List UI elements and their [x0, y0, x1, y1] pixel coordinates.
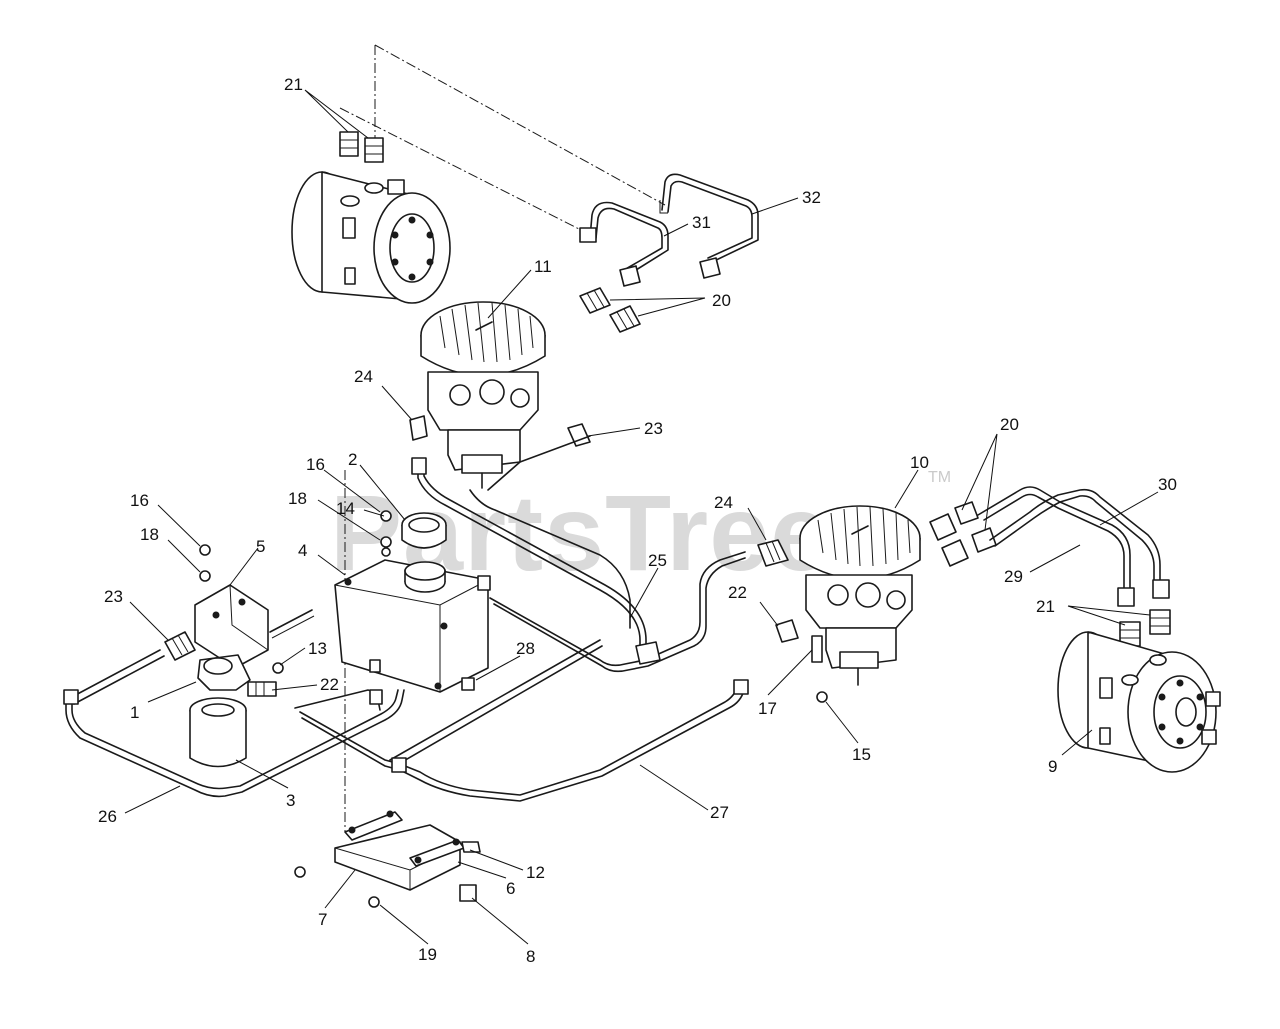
callout-11: 11	[534, 257, 552, 276]
hydraulic-lines-31-32	[579, 173, 759, 287]
oil-filter-3	[189, 697, 247, 768]
callout-23-left: 23	[104, 587, 123, 606]
fittings-21-upper	[339, 131, 384, 163]
callout-21-right: 21	[1036, 597, 1055, 616]
callout-19: 19	[418, 945, 437, 964]
callout-28: 28	[516, 639, 535, 658]
callout-15: 15	[852, 745, 871, 764]
callout-17: 17	[758, 699, 777, 718]
callout-1: 1	[130, 703, 139, 722]
callout-5: 5	[256, 537, 265, 556]
callout-12: 12	[526, 863, 545, 882]
callout-30: 30	[1158, 475, 1177, 494]
bypass-block-7	[294, 810, 481, 908]
callout-29: 29	[1004, 567, 1023, 586]
hydrostatic-pump-11	[409, 301, 546, 489]
wheel-motor-upper-left	[291, 171, 451, 304]
hydrostatic-pump-10	[799, 505, 921, 686]
callout-9: 9	[1048, 757, 1057, 776]
callout-23: 23	[644, 419, 663, 438]
callout-24-right: 24	[714, 493, 733, 512]
fittings-21-right	[1119, 609, 1171, 647]
callout-20: 20	[712, 291, 731, 310]
callout-26: 26	[98, 807, 117, 826]
wheel-motor-9	[1057, 631, 1221, 773]
callout-16: 16	[306, 455, 325, 474]
small-hardware	[461, 677, 475, 691]
callout-6: 6	[506, 879, 515, 898]
hydraulic-lines-29-30	[977, 486, 1170, 607]
leader-lines	[124, 89, 1159, 945]
fittings-20-upper	[579, 287, 641, 333]
hydraulic-reservoir-4	[334, 559, 491, 693]
callout-20-right: 20	[1000, 415, 1019, 434]
hose-25	[411, 457, 746, 673]
watermark-trademark: TM	[928, 469, 951, 486]
callout-18: 18	[288, 489, 307, 508]
callout-16-left: 16	[130, 491, 149, 510]
callout-10: 10	[910, 453, 929, 472]
callout-21: 21	[284, 75, 303, 94]
fittings-right-pump	[757, 501, 997, 703]
callout-8: 8	[526, 947, 535, 966]
callout-14: 14	[336, 499, 355, 518]
callout-22-left: 22	[320, 675, 339, 694]
callout-24: 24	[354, 367, 373, 386]
fitting-23-upper	[487, 423, 591, 491]
callout-25: 25	[648, 551, 667, 570]
callout-3: 3	[286, 791, 295, 810]
callout-13: 13	[308, 639, 327, 658]
reservoir-cap-2	[401, 512, 447, 549]
callout-32: 32	[802, 188, 821, 207]
callout-22-right: 22	[728, 583, 747, 602]
reservoir-hardware	[380, 510, 392, 557]
callout-labels: 21 32 31 11 20 24 23 20 10 30 16 2 18 14…	[98, 75, 1177, 966]
callout-4: 4	[298, 541, 307, 560]
hose-27	[294, 639, 749, 802]
callout-7: 7	[318, 910, 327, 929]
filter-head-1	[164, 631, 277, 697]
callout-27: 27	[710, 803, 729, 822]
callout-2: 2	[348, 450, 357, 469]
callout-31: 31	[692, 213, 711, 232]
hose-26	[63, 649, 405, 798]
callout-18-left: 18	[140, 525, 159, 544]
